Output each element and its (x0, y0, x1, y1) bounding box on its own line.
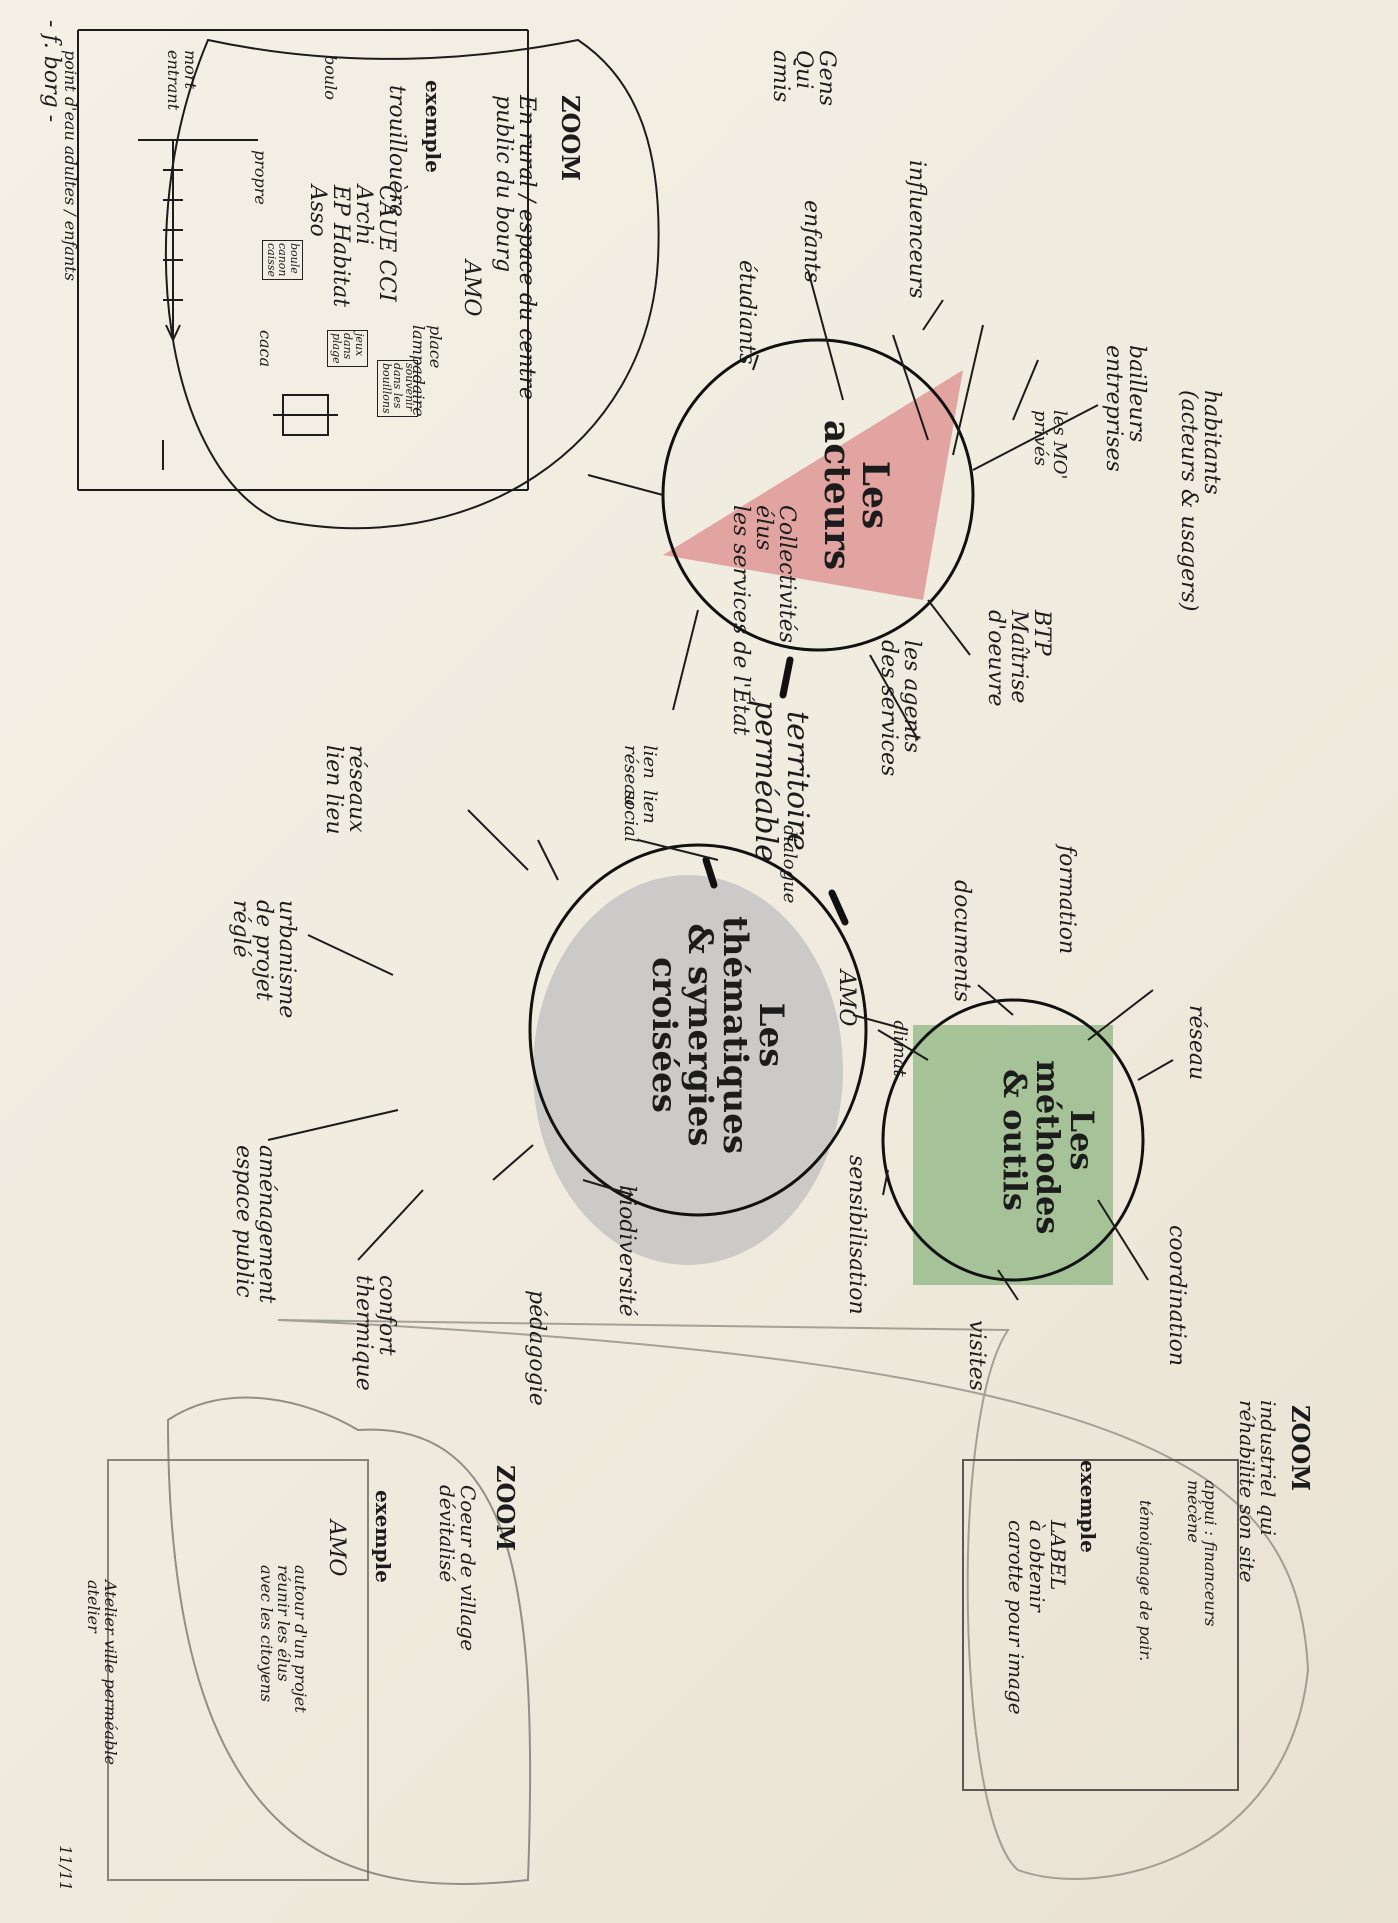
zoom-village-subtitle: Coeur de village dévitalisé (435, 1485, 480, 1652)
zoom-industrial-rect (962, 1459, 1239, 1791)
hub-thematiques-title: Les thématiques & synergies croisées (643, 916, 791, 1154)
methodes-branches (877, 984, 1174, 1301)
zoom-industrial-ellipse (277, 1319, 1310, 1880)
zoom-industrial-title: ZOOM (1286, 1405, 1315, 1491)
methodes-branch-5: visites (964, 1320, 989, 1391)
methodes-fill (913, 1025, 1113, 1285)
acteurs-branch-9: enfants (799, 200, 824, 283)
acteurs-branch-12: Gens Qui amis (767, 50, 839, 107)
zoom-rural-label-left: boulo (321, 55, 340, 100)
thematiques-branch-2: réseaux lien lieu (320, 745, 369, 835)
zoom-village-exemple: exemple (371, 1490, 395, 1583)
zoom-rural-label-propre: propre (251, 150, 270, 205)
thematiques-branch-5: confort thermique (350, 1275, 399, 1391)
zoom-industrial-body: LABEL à obtenir carotte pour image (1004, 1520, 1070, 1715)
acteurs-branches (587, 269, 1099, 741)
center-dashes (702, 656, 849, 926)
thematiques-branch-6: pédagogie (524, 1290, 549, 1406)
methodes-branch-4: sensibilisation (844, 1155, 869, 1315)
caption: Atelier ville perméable atelier (84, 1580, 120, 1765)
acteurs-branch-3: bailleurs entreprises (1100, 345, 1149, 472)
thematiques-branch-4: aménagement espace public (230, 1145, 279, 1304)
acteurs-branch-6: les agents des services (875, 640, 924, 777)
thematiques-branch-7: biodiversité (614, 1185, 639, 1317)
signature: - f. borg - (39, 20, 64, 123)
thematiques-fill (533, 875, 843, 1265)
acteurs-branch-5: BTP Maîtrise d'oeuvre (982, 610, 1054, 707)
hub-methodes-title: Les méthodes & outils (995, 1060, 1101, 1235)
zoom-industrial-temoignage: témoignage de pair. (1136, 1500, 1155, 1662)
zoom-village-detail: autour d'un projet réunir les élus avec … (257, 1565, 310, 1713)
zoom-rural-label-mort: mort entrant (164, 50, 200, 111)
zoom-rural-box3: souvenir dans les bouillons (377, 360, 418, 417)
zoom-rural-exemple: exemple (421, 80, 445, 173)
acteurs-branch-4: les MO' privés (1030, 410, 1070, 480)
zoom-rural-box1: boule canon caisse (262, 240, 303, 281)
zoom-industrial-subtitle: industriel qui réhabilite son site (1235, 1400, 1280, 1583)
zoom-rural-name: trouillouère (384, 85, 409, 217)
methodes-branch-0: formation (1054, 845, 1079, 955)
zoom-village-rect (107, 1459, 369, 1881)
acteurs-branch-8: étudiants (734, 260, 759, 365)
methodes-branch-3: réseau (1184, 1005, 1209, 1081)
zoom-industrial-exemple: exemple (1076, 1460, 1100, 1553)
zoom-rural-label-caca: caca (256, 330, 275, 367)
date: 11/11 (56, 1845, 75, 1892)
methodes-branch-6: coordination (1164, 1225, 1189, 1367)
acteurs-fill (663, 370, 963, 600)
zoom-village-body: AMO (324, 1520, 349, 1577)
zoom-rural-ellipse (164, 38, 660, 530)
thematiques-branch-0: dialogue (779, 825, 800, 904)
zoom-village-title: ZOOM (491, 1465, 520, 1551)
rural-sketch (138, 139, 338, 470)
methodes-branch-2: AMO (834, 970, 859, 1027)
methodes-circle (881, 998, 1145, 1282)
zoom-rural-rect (77, 29, 529, 491)
zoom-industrial-appui: appui : financeurs mécène (1184, 1480, 1220, 1627)
thematiques-circle (528, 843, 868, 1217)
thematiques-branch-1: lien social (620, 790, 660, 843)
acteurs-branch-2: habitants (acteurs & usagers) (1175, 390, 1224, 612)
zoom-village-ellipse (166, 1396, 532, 1885)
methodes-branch-1: documents (949, 880, 974, 1002)
zoom-rural-box2: jeux dans plage (327, 330, 368, 367)
thematiques-branches (267, 809, 909, 1261)
zoom-rural-subtitle: En rural / espace du centre public du bo… (490, 95, 539, 400)
hub-acteurs-title: Les acteurs (816, 419, 896, 571)
acteurs-branch-10: influenceurs (904, 160, 929, 299)
zoom-rural-title: ZOOM (556, 95, 585, 181)
thematiques-branch-3: urbanisme de projet réglé (227, 900, 299, 1019)
acteurs-branch-7: Collectivités élus les services de l'Éta… (727, 505, 799, 736)
acteurs-branch-1: AMO (459, 260, 484, 317)
thematiques-branch-8: climat (889, 1020, 910, 1077)
